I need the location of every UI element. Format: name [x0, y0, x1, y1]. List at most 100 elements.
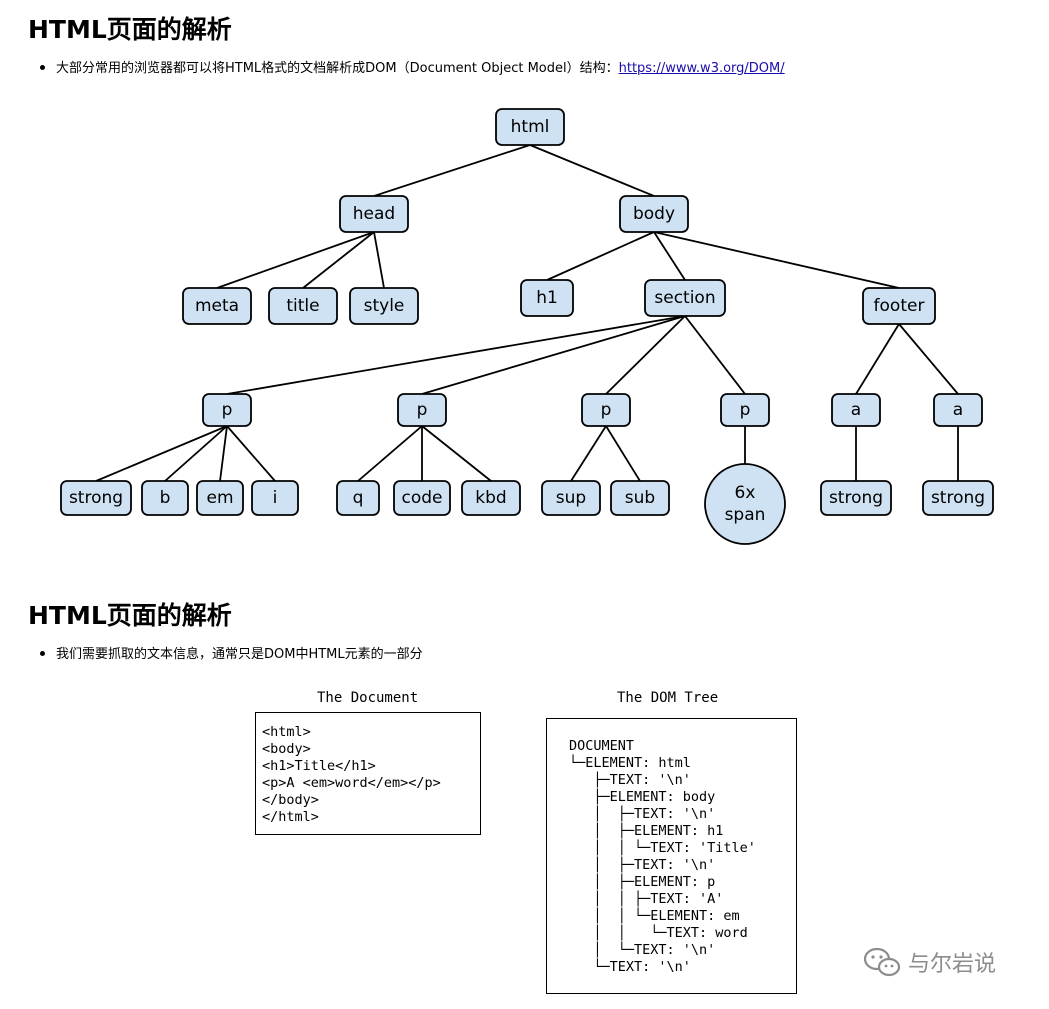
- section2-bullet-text: 我们需要抓取的文本信息，通常只是DOM中HTML元素的一部分: [56, 647, 423, 662]
- tree-node-a1: a: [831, 393, 881, 427]
- tree-node-shape: [339, 195, 409, 233]
- wechat-icon: [863, 947, 901, 977]
- tree-node-em: em: [196, 480, 244, 516]
- document-caption: The Document: [317, 690, 419, 706]
- tree-node-label: sub: [625, 488, 655, 508]
- edge-html-body: [529, 144, 655, 197]
- section2-bullet: 我们需要抓取的文本信息，通常只是DOM中HTML元素的一部分: [40, 646, 423, 664]
- tree-node-shape: [831, 393, 881, 427]
- tree-node-label: p: [417, 400, 428, 420]
- tree-node-title: title: [268, 287, 338, 325]
- tree-node-html: html: [495, 108, 565, 146]
- tree-node-label: head: [353, 204, 395, 224]
- tree-node-a2: a: [933, 393, 983, 427]
- edge-footer-a2: [898, 323, 959, 395]
- document-panel: <html> <body> <h1>Title</h1> <p>A <em>wo…: [255, 712, 481, 835]
- tree-node-label: body: [633, 204, 675, 224]
- edge-p1-b: [164, 425, 228, 482]
- tree-node-label: p: [740, 400, 751, 420]
- tree-node-shape: [349, 287, 419, 325]
- tree-node-shape: [393, 480, 451, 516]
- tree-node-shape: [336, 480, 380, 516]
- tree-node-shape: [862, 287, 936, 325]
- dom-tree-caption: The DOM Tree: [617, 690, 719, 706]
- edge-section-p4: [684, 315, 746, 395]
- tree-node-shape: [196, 480, 244, 516]
- edge-p1-strong1: [95, 425, 228, 482]
- tree-node-label: h1: [536, 288, 558, 308]
- tree-node-label: em: [206, 488, 233, 508]
- tree-node-shape: [820, 480, 892, 516]
- bullet-dot: [40, 651, 45, 656]
- edge-p3-sup: [570, 425, 607, 482]
- tree-node-q: q: [336, 480, 380, 516]
- tree-node-label: strong: [829, 488, 883, 508]
- tree-node-shape: [461, 480, 521, 516]
- edge-footer-a1: [855, 323, 900, 395]
- tree-node-label: strong: [931, 488, 985, 508]
- tree-node-shape: [619, 195, 689, 233]
- tree-node-sub: sub: [610, 480, 670, 516]
- tree-node-shape: [397, 393, 447, 427]
- tree-node-strong1: strong: [60, 480, 132, 516]
- tree-node-shape: [60, 480, 132, 516]
- section1-bullet-text: 大部分常用的浏览器都可以将HTML格式的文档解析成DOM（Document Ob…: [56, 61, 619, 76]
- tree-node-b: b: [141, 480, 189, 516]
- edge-html-head: [373, 144, 531, 197]
- w3c-dom-link[interactable]: https://www.w3.org/DOM/: [618, 61, 785, 76]
- tree-nodes: html head body meta title style h1 section foote…: [60, 108, 994, 545]
- edge-section-p2: [421, 315, 686, 395]
- tree-node-shape: [182, 287, 252, 325]
- tree-node-style: style: [349, 287, 419, 325]
- section1-title: HTML页面的解析: [28, 15, 232, 44]
- tree-node-h1: h1: [520, 279, 574, 317]
- tree-node-label: title: [286, 296, 319, 316]
- tree-node-shape: [520, 279, 574, 317]
- tree-node-label: kbd: [475, 488, 506, 508]
- edge-body-h1: [546, 231, 655, 281]
- tree-node-label: a: [953, 400, 963, 420]
- tree-node-p1: p: [202, 393, 252, 427]
- tree-node-section: section: [644, 279, 726, 317]
- tree-node-p3: p: [581, 393, 631, 427]
- edge-head-style: [373, 231, 385, 289]
- tree-node-label: style: [364, 296, 405, 316]
- tree-node-label: html: [511, 117, 550, 137]
- tree-node-shape: [541, 480, 601, 516]
- bullet-dot: [40, 65, 45, 70]
- tree-node-label: section: [654, 288, 715, 308]
- tree-node-body: body: [619, 195, 689, 233]
- tree-node-label: sup: [556, 488, 586, 508]
- edge-body-footer: [653, 231, 900, 289]
- edge-section-p3: [605, 315, 686, 395]
- tree-node-label: code: [402, 488, 443, 508]
- edge-p3-sub: [605, 425, 641, 482]
- tree-node-strong2: strong: [820, 480, 892, 516]
- edge-p1-i: [226, 425, 276, 482]
- tree-node-footer: footer: [862, 287, 936, 325]
- tree-node-shape: [610, 480, 670, 516]
- edge-body-section: [653, 231, 686, 281]
- document-code: <html> <body> <h1>Title</h1> <p>A <em>wo…: [262, 724, 441, 825]
- edge-p1-em: [219, 425, 228, 482]
- dom-tree-code: DOCUMENT └─ELEMENT: html ├─TEXT: '\n' ├─…: [569, 738, 756, 975]
- tree-node-i: i: [251, 480, 299, 516]
- edge-head-meta: [216, 231, 375, 289]
- section1-bullet: 大部分常用的浏览器都可以将HTML格式的文档解析成DOM（Document Ob…: [40, 60, 785, 78]
- tree-node-shape: [495, 108, 565, 146]
- tree-node-label: b: [160, 488, 171, 508]
- tree-node-p4: p: [720, 393, 770, 427]
- tree-node-shape: [141, 480, 189, 516]
- watermark-text: 与尔岩说: [908, 952, 997, 977]
- edge-section-p1: [226, 315, 686, 395]
- tree-node-label: p: [601, 400, 612, 420]
- watermark: 与尔岩说: [862, 946, 996, 978]
- tree-node-label: strong: [69, 488, 123, 508]
- tree-node-label: meta: [195, 296, 239, 316]
- tree-node-shape: [922, 480, 994, 516]
- tree-node-label: q: [353, 488, 364, 508]
- tree-node-shape: [720, 393, 770, 427]
- tree-node-shape: [268, 287, 338, 325]
- tree-node-shape: [202, 393, 252, 427]
